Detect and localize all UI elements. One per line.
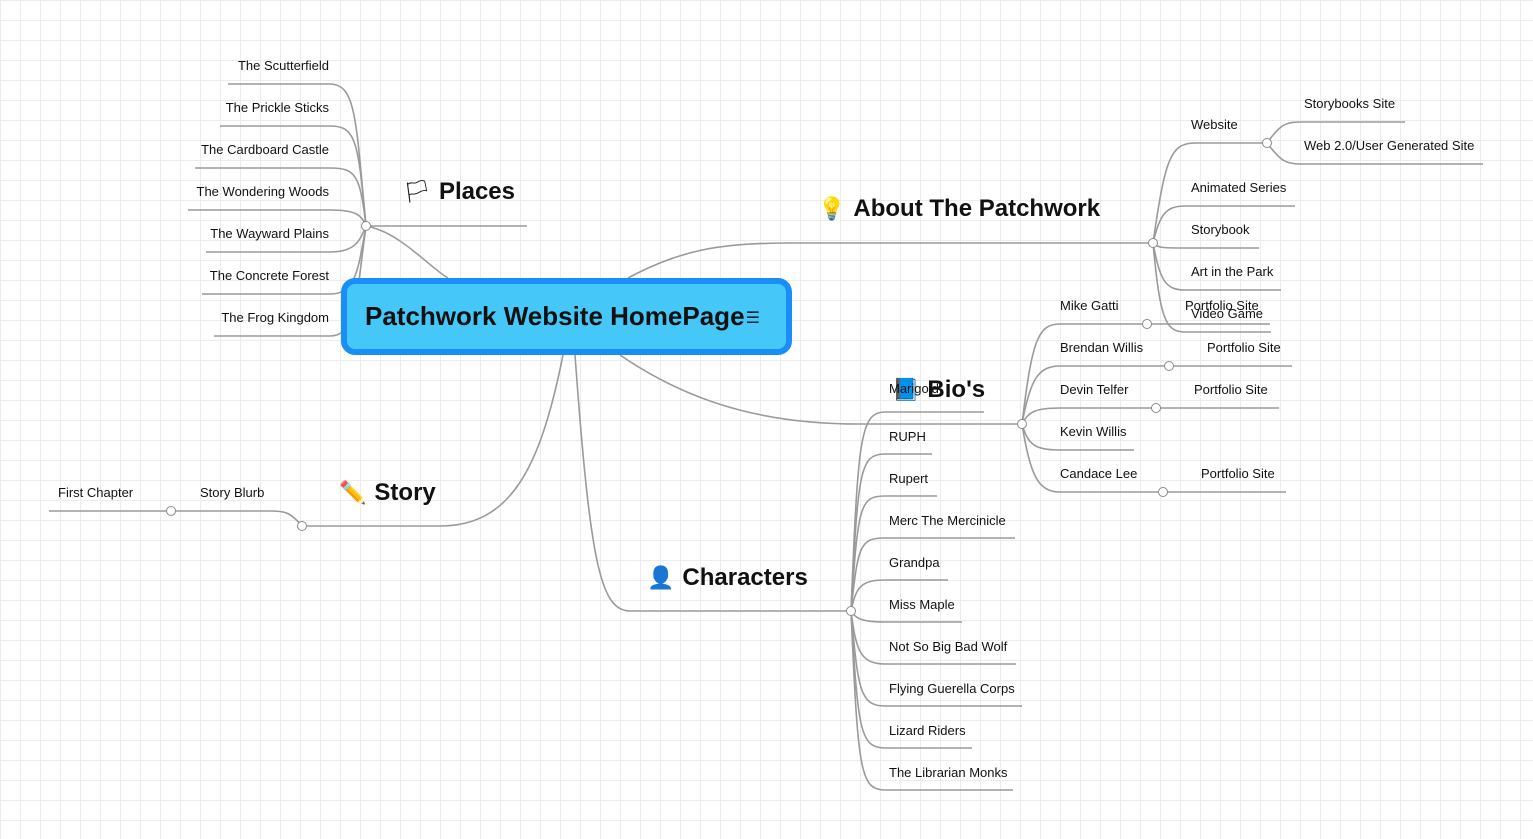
characters-title: Characters — [682, 564, 808, 591]
character-item[interactable]: The Librarian Monks — [889, 765, 1008, 780]
about-item[interactable]: Video Game — [1191, 306, 1264, 321]
bio-person[interactable]: Brendan Willis — [1060, 340, 1144, 355]
place-item[interactable]: The Prickle Sticks — [225, 100, 329, 115]
bio-person[interactable]: Candace Lee — [1060, 466, 1138, 481]
flag-icon: 🏳 — [403, 179, 431, 204]
candace-junction[interactable] — [1158, 487, 1168, 497]
portfolio-site[interactable]: Portfolio Site — [1185, 298, 1259, 313]
place-item[interactable]: The Cardboard Castle — [201, 142, 329, 157]
character-item[interactable]: Marigold — [889, 381, 939, 396]
about-item[interactable]: Storybook — [1191, 222, 1250, 237]
about-junction[interactable] — [1148, 238, 1158, 248]
places-junction[interactable] — [361, 221, 371, 231]
character-item[interactable]: Not So Big Bad Wolf — [889, 639, 1008, 654]
characters-junction[interactable] — [846, 606, 856, 616]
brendan-junction[interactable] — [1164, 361, 1174, 371]
topic-places[interactable]: 🏳 Places — [403, 177, 515, 207]
portfolio-site[interactable]: Portfolio Site — [1201, 466, 1275, 481]
character-item[interactable]: Merc The Mercinicle — [889, 513, 1006, 528]
about-item[interactable]: Animated Series — [1191, 180, 1287, 195]
character-item[interactable]: Flying Guerella Corps — [889, 681, 1015, 696]
bios-title: Bio's — [927, 376, 986, 403]
book-icon: 📘 — [892, 377, 920, 402]
root-topic[interactable]: Patchwork Website HomePage ☰ — [341, 278, 792, 355]
place-item[interactable]: The Frog Kingdom — [221, 310, 329, 325]
story-blurb[interactable]: Story Blurb — [200, 485, 265, 500]
notes-icon[interactable]: ☰ — [745, 310, 760, 327]
person-icon: 👤 — [647, 565, 675, 590]
story-chapter[interactable]: First Chapter — [58, 485, 134, 500]
place-item[interactable]: The Wayward Plains — [210, 226, 329, 241]
story-title: Story — [374, 479, 436, 506]
character-item[interactable]: RUPH — [889, 429, 926, 444]
topic-about[interactable]: 💡 About The Patchwork — [818, 194, 1100, 224]
about-website[interactable]: Website — [1191, 117, 1238, 132]
place-item[interactable]: The Concrete Forest — [209, 268, 329, 283]
places-title: Places — [438, 178, 516, 205]
story-junction[interactable] — [297, 521, 307, 531]
devin-junction[interactable] — [1151, 403, 1161, 413]
website-junction[interactable] — [1262, 138, 1272, 148]
lightbulb-icon: 💡 — [818, 196, 846, 221]
blurb-junction[interactable] — [166, 506, 176, 516]
website-child[interactable]: Web 2.0/User Generated Site — [1304, 138, 1475, 153]
topic-bios[interactable]: 📘 Bio's — [892, 375, 985, 405]
bios-junction[interactable] — [1017, 419, 1027, 429]
character-item[interactable]: Miss Maple — [889, 597, 955, 612]
bio-person[interactable]: Kevin Willis — [1060, 424, 1127, 439]
pencil-icon: ✏️ — [339, 480, 367, 505]
bio-person[interactable]: Devin Telfer — [1060, 382, 1129, 397]
root-title: Patchwork Website HomePage — [365, 301, 745, 331]
about-title: About The Patchwork — [853, 195, 1101, 222]
character-item[interactable]: Rupert — [889, 471, 929, 486]
mike-junction[interactable] — [1142, 319, 1152, 329]
topic-characters[interactable]: 👤 Characters — [647, 563, 808, 593]
topic-story[interactable]: ✏️ Story — [339, 478, 436, 508]
bio-person[interactable]: Mike Gatti — [1060, 298, 1119, 313]
website-child[interactable]: Storybooks Site — [1304, 96, 1396, 111]
portfolio-site[interactable]: Portfolio Site — [1207, 340, 1281, 355]
character-item[interactable]: Lizard Riders — [889, 723, 966, 738]
about-item[interactable]: Art in the Park — [1191, 264, 1274, 279]
place-item[interactable]: The Wondering Woods — [196, 184, 329, 199]
portfolio-site[interactable]: Portfolio Site — [1194, 382, 1268, 397]
place-item[interactable]: The Scutterfield — [237, 58, 329, 73]
character-item[interactable]: Grandpa — [889, 555, 940, 570]
